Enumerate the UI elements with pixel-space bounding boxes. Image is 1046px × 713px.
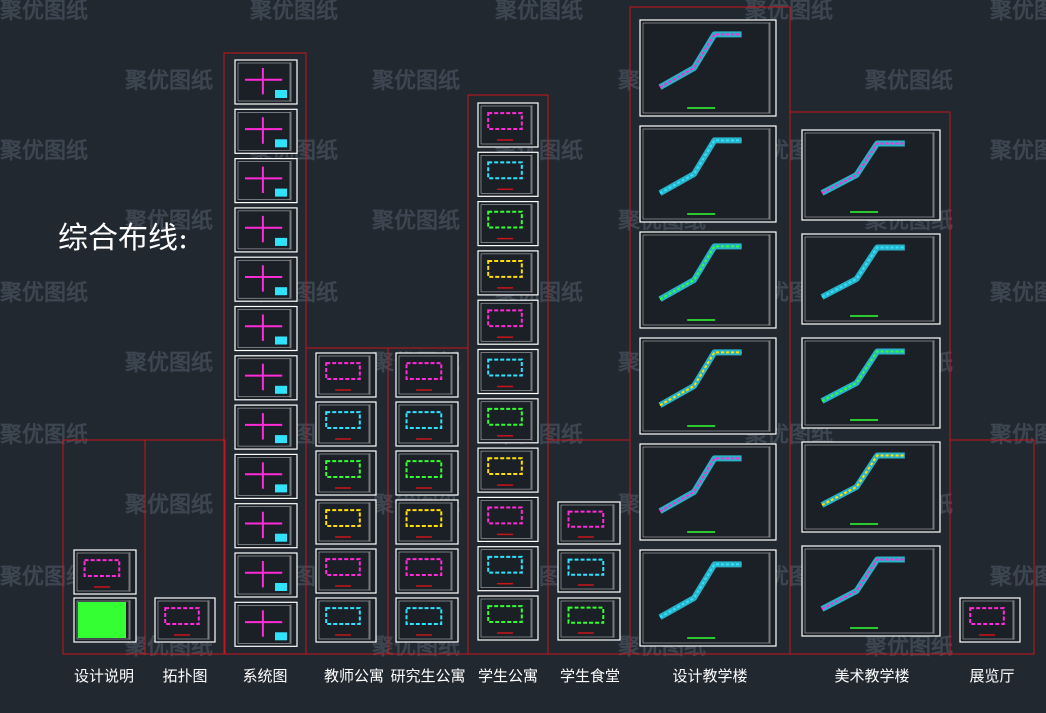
- drawing-sheet: [234, 207, 298, 253]
- drawing-sheet: [395, 548, 459, 594]
- drawing-sheet: [234, 503, 298, 549]
- group-label-canteen: 学生食堂: [560, 667, 620, 685]
- watermark-text: 聚优图纸: [0, 564, 88, 590]
- drawing-sheet: [477, 348, 539, 395]
- drawing-sheet: [477, 595, 539, 641]
- drawing-sheet: [801, 441, 941, 533]
- group-label-teacher-apt: 教师公寓: [324, 667, 384, 685]
- frame-topology: [144, 439, 226, 655]
- drawing-sheet: [477, 398, 539, 444]
- drawing-sheet: [234, 108, 298, 154]
- watermark-text: 聚优图纸: [989, 138, 1046, 164]
- drawing-sheet: [315, 352, 377, 398]
- watermark-text: 聚优图纸: [124, 492, 213, 518]
- drawing-sheet: [801, 545, 941, 637]
- drawing-sheet: [557, 597, 621, 641]
- drawing-sheet: [639, 231, 777, 329]
- group-labels: 设计说明 拓扑图 系统图 教师公寓研究生公寓学生公寓 学生食堂 设计教学楼 美术教学楼 展览厅: [74, 667, 1015, 685]
- group-label-design-notes: 设计说明: [74, 667, 134, 685]
- drawing-sheet: [801, 233, 941, 325]
- drawing-sheets: [73, 19, 1021, 647]
- drawing-sheet: [477, 102, 539, 148]
- drawing-sheet: [477, 151, 539, 197]
- drawing-sheet: [477, 201, 539, 247]
- drawing-sheet: [395, 450, 459, 496]
- group-frames: [62, 6, 1035, 655]
- drawing-sheet: [73, 549, 137, 595]
- drawing-sheet: [639, 19, 777, 117]
- watermark-text: 聚优图纸: [494, 0, 583, 24]
- watermark-text: 聚优图纸: [371, 208, 460, 234]
- drawing-sheet: [234, 158, 298, 204]
- watermark-text: 聚优图纸: [371, 68, 460, 94]
- watermark-text: 聚优图纸: [124, 208, 213, 234]
- drawing-sheet: [234, 404, 298, 450]
- watermark-text: 聚优图纸: [989, 0, 1046, 24]
- watermark-text: 聚优图纸: [989, 280, 1046, 306]
- drawing-sheet: [639, 337, 777, 435]
- page-heading: 综合布线:: [58, 221, 188, 256]
- watermark-text: 聚优图纸: [124, 68, 213, 94]
- watermark-text: 聚优图纸: [249, 0, 338, 24]
- drawing-sheet: [395, 401, 459, 447]
- frame-exhibition: [949, 439, 1035, 655]
- drawing-sheet: [959, 597, 1021, 643]
- drawing-sheet: [234, 355, 298, 401]
- watermark-text: 聚优图纸: [0, 138, 88, 164]
- drawing-sheet: [801, 337, 941, 429]
- watermark-text: 聚优图纸: [0, 0, 88, 24]
- drawing-sheet: [315, 450, 377, 496]
- drawing-sheet: [315, 548, 377, 594]
- group-label-art-bldg: 美术教学楼: [834, 667, 909, 685]
- drawing-sheet: [639, 549, 777, 647]
- watermark-text: 聚优图纸: [989, 422, 1046, 448]
- drawing-sheet: [234, 256, 298, 302]
- frame-student-apt: [467, 94, 549, 655]
- group-label-grad-apt: 研究生公寓: [390, 667, 465, 685]
- drawing-sheet: [557, 549, 621, 593]
- drawing-sheet: [395, 352, 459, 398]
- group-label-student-apt: 学生公寓: [478, 667, 538, 685]
- watermark-text: 聚优图纸: [864, 634, 953, 660]
- group-label-system: 系统图: [242, 667, 287, 685]
- drawing-sheet: [234, 601, 298, 647]
- drawing-sheet: [234, 453, 298, 499]
- drawing-sheet: [234, 552, 298, 598]
- group-label-exhibition: 展览厅: [969, 667, 1014, 685]
- drawing-sheet: [557, 501, 621, 545]
- drawing-sheet: [477, 250, 539, 296]
- drawing-sheet: [315, 401, 377, 447]
- drawing-sheet: [477, 447, 539, 493]
- drawing-sheet: [477, 546, 539, 592]
- watermark-text: 聚优图纸: [989, 564, 1046, 590]
- drawing-sheet: [801, 129, 941, 221]
- drawing-sheet: [477, 299, 539, 345]
- drawing-sheet: [395, 499, 459, 545]
- drawing-sheet: [639, 125, 777, 223]
- drawing-sheet: [154, 597, 216, 643]
- group-label-design-bldg: 设计教学楼: [672, 667, 747, 685]
- drawing-sheet: [234, 59, 298, 105]
- group-label-topology: 拓扑图: [162, 667, 207, 685]
- watermark-text: 聚优图纸: [0, 422, 88, 448]
- watermark-text: 聚优图纸: [0, 280, 88, 306]
- drawing-sheet: [477, 496, 539, 542]
- watermark-text: 聚优图纸: [864, 68, 953, 94]
- drawing-sheet: [315, 597, 377, 643]
- watermark-text: 聚优图纸: [124, 350, 213, 376]
- drawing-sheet: [395, 597, 459, 643]
- frame-art-bldg: [789, 111, 951, 655]
- drawing-sheet: [73, 597, 137, 643]
- drawing-sheet: [315, 499, 377, 545]
- drawing-sheet: [234, 305, 298, 352]
- drawing-sheet: [639, 443, 777, 541]
